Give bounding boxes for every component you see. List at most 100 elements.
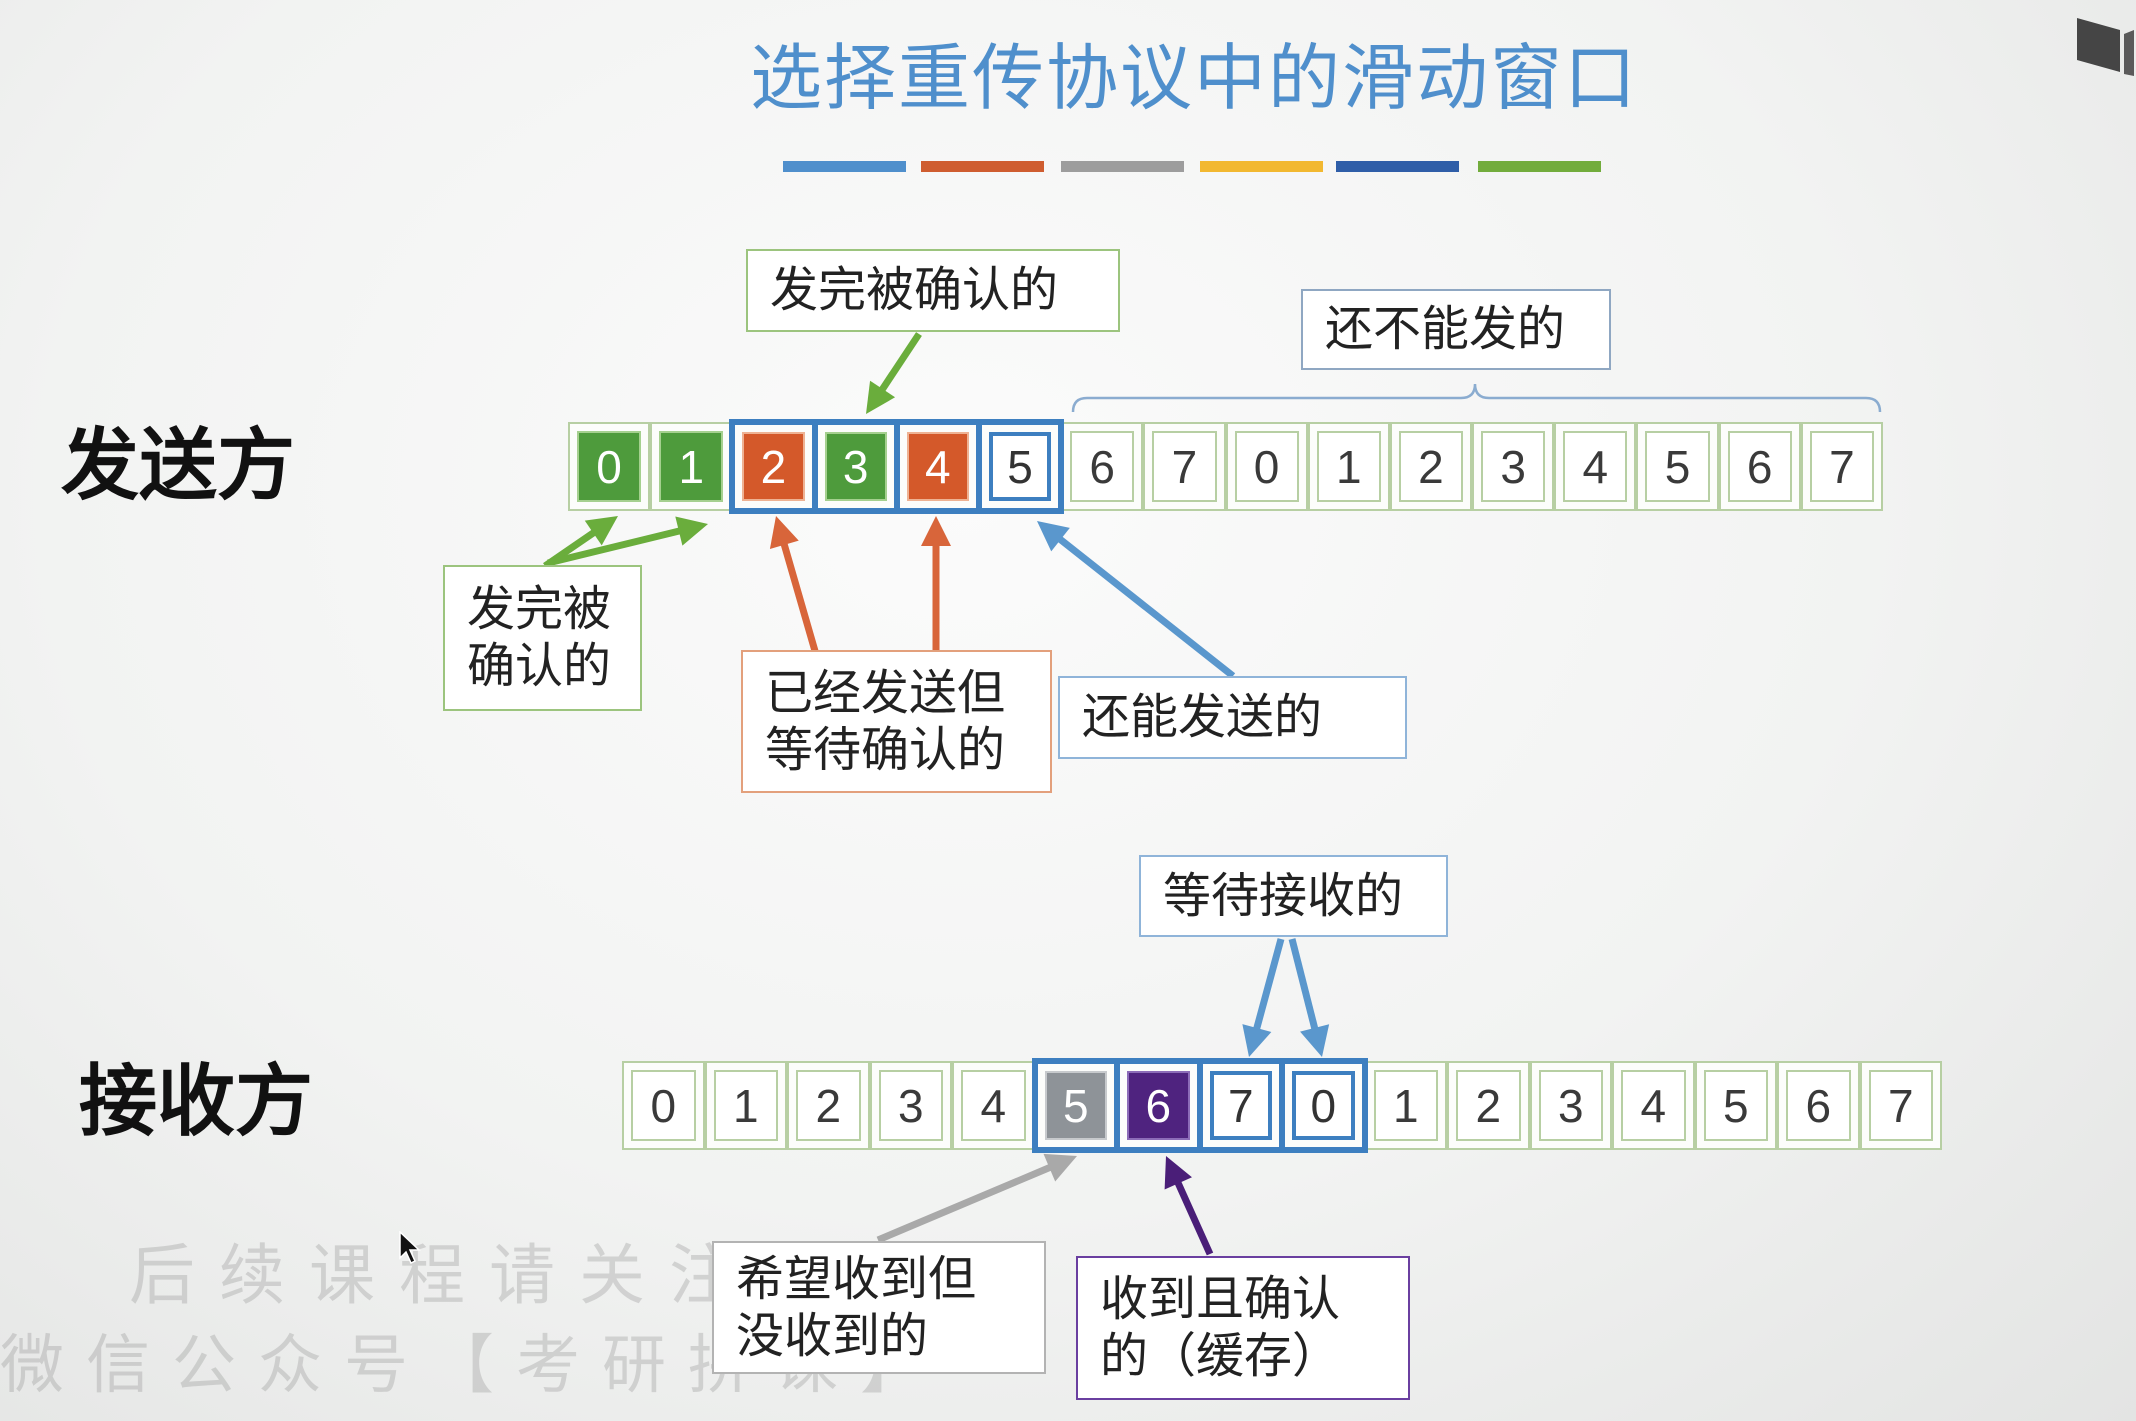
sender-sequence-row: 0 1 2 3 4 5 6 7 0 1 2 3 4 5 6 7 xyxy=(568,419,1883,514)
callout-text: 发完被确认的 xyxy=(770,262,1059,318)
receiver-cell-outside-window: 4 xyxy=(1612,1061,1695,1150)
arrow-to-frame-5-sendable xyxy=(1037,521,1236,679)
arrow-to-frame-5-sendable-head xyxy=(1037,521,1070,552)
receiver-cell-number: 0 xyxy=(1292,1071,1355,1140)
receiver-cell-number: 7 xyxy=(1209,1071,1272,1140)
receiver-cell-waiting: 7 xyxy=(1199,1061,1282,1150)
sender-cell-not-sendable: 4 xyxy=(1554,422,1637,511)
mouse-cursor-icon xyxy=(399,1231,421,1265)
callout-waiting-to-receive: 等待接收的 xyxy=(1139,855,1448,937)
sender-cell-number: 7 xyxy=(1809,431,1874,502)
sender-cell-acked: 0 xyxy=(568,422,651,511)
arrow-to-frame-7-waiting xyxy=(1242,938,1285,1057)
sender-cell-sendable: 5 xyxy=(978,422,1062,511)
arrow-to-acked-frames-top-head xyxy=(866,380,896,414)
arrow-to-frame-7-waiting-head xyxy=(1242,1024,1272,1057)
receiver-cell-delivered: 2 xyxy=(787,1061,870,1150)
arrow-to-frame-2-unacked xyxy=(769,516,819,652)
sender-cell-number: 2 xyxy=(742,432,805,501)
arrow-to-frame-5-missing-shaft xyxy=(876,1163,1053,1244)
callout-can-still-send: 还能发送的 xyxy=(1058,676,1407,759)
arrow-to-frame-0-waiting xyxy=(1288,938,1330,1057)
sender-cell-number: 3 xyxy=(1481,431,1546,502)
arrow-to-frame-7-waiting-shaft xyxy=(1252,938,1285,1031)
sender-cell-not-sendable: 7 xyxy=(1143,422,1226,511)
arrow-to-frame-5-sendable-shaft xyxy=(1056,535,1236,679)
callout-text-line-1: 希望收到但 xyxy=(736,1250,977,1307)
arrow-to-frame-6-buffered-shaft xyxy=(1174,1180,1214,1256)
receiver-cell-number: 2 xyxy=(1456,1070,1521,1141)
sender-cell-number: 4 xyxy=(1563,431,1628,502)
callout-text: 还能发送的 xyxy=(1082,689,1323,745)
sender-cell-number: 2 xyxy=(1398,431,1464,502)
sender-cell-number: 0 xyxy=(577,431,642,502)
receiver-cell-number: 5 xyxy=(1703,1070,1768,1141)
receiver-cell-number: 0 xyxy=(631,1070,696,1141)
callout-text-line-2: 没收到的 xyxy=(736,1307,929,1364)
watermark-line-1: 后续课程请关注 xyxy=(129,1237,759,1314)
arrow-to-frame-0-waiting-shaft xyxy=(1288,938,1319,1031)
receiver-cell-number: 4 xyxy=(961,1070,1026,1141)
arrow-to-frame-4-unacked xyxy=(921,516,951,651)
title-color-bar-dark-blue xyxy=(1336,161,1459,172)
arrow-to-frame-0-waiting-head xyxy=(1300,1024,1330,1057)
receiver-cell-number: 5 xyxy=(1044,1071,1107,1140)
receiver-cell-number: 6 xyxy=(1786,1070,1851,1141)
arrow-to-frame-5-missing-head xyxy=(1043,1153,1077,1182)
arrow-to-frame-4-unacked-head xyxy=(921,516,951,546)
arrow-to-frame-1-acked-shaft xyxy=(547,527,682,567)
callout-text-line-2: 确认的 xyxy=(467,638,612,694)
sender-label: 发送方 xyxy=(61,421,296,511)
title-color-bar-blue xyxy=(783,161,906,172)
sender-cell-not-sendable: 1 xyxy=(1307,422,1390,511)
callout-acked-left: 发完被 确认的 xyxy=(443,565,642,711)
arrow-to-frame-6-buffered xyxy=(1164,1156,1214,1256)
arrow-to-acked-frames-top xyxy=(866,332,922,414)
sender-cell-number: 1 xyxy=(659,431,724,502)
sender-cell-not-sendable: 6 xyxy=(1061,422,1144,511)
sender-cell-number: 4 xyxy=(906,432,969,501)
receiver-cell-delivered: 3 xyxy=(869,1061,952,1150)
receiver-cell-delivered: 1 xyxy=(704,1061,787,1150)
callout-acked-top: 发完被确认的 xyxy=(746,249,1120,332)
arrow-to-frame-0-acked-head xyxy=(584,516,618,546)
sender-cell-not-sendable: 3 xyxy=(1472,422,1555,511)
not-yet-sendable-brace xyxy=(1071,383,1882,413)
sender-cell-number: 7 xyxy=(1152,431,1217,502)
sender-cell-acked: 1 xyxy=(650,422,733,511)
callout-sent-waiting-ack: 已经发送但 等待确认的 xyxy=(741,650,1052,793)
sender-cell-not-sendable: 7 xyxy=(1800,422,1883,511)
sender-cell-number: 5 xyxy=(988,432,1052,501)
receiver-cell-number: 7 xyxy=(1868,1070,1933,1141)
title-color-bar-green xyxy=(1478,161,1601,172)
receiver-label: 接收方 xyxy=(79,1057,314,1147)
receiver-cell-outside-window: 6 xyxy=(1777,1061,1860,1150)
receiver-sequence-row: 0 1 2 3 4 5 6 7 0 1 2 3 4 5 6 7 xyxy=(622,1058,1942,1153)
callout-received-buffered: 收到且确认 的（缓存） xyxy=(1076,1256,1410,1400)
arrow-to-frame-1-acked-head xyxy=(675,516,708,546)
mouse-cursor-shape xyxy=(399,1231,421,1265)
callout-text: 等待接收的 xyxy=(1163,867,1404,924)
sender-cell-not-sendable: 5 xyxy=(1636,422,1719,511)
receiver-cell-waiting: 0 xyxy=(1282,1061,1365,1150)
receiver-cell-delivered: 4 xyxy=(952,1061,1035,1150)
receiver-cell-outside-window: 5 xyxy=(1694,1061,1777,1150)
sender-cell-number: 0 xyxy=(1234,431,1299,502)
corner-logo-shape-right xyxy=(2124,30,2134,76)
callout-not-yet-sendable: 还不能发的 xyxy=(1301,289,1611,370)
receiver-cell-buffered: 6 xyxy=(1117,1061,1200,1150)
sender-cell-number: 6 xyxy=(1070,431,1135,502)
receiver-cell-outside-window: 1 xyxy=(1364,1061,1447,1150)
sender-cell-acked-in-window: 3 xyxy=(814,422,897,511)
arrow-to-frame-6-buffered-head xyxy=(1164,1156,1192,1190)
arrow-to-frame-2-unacked-head xyxy=(769,516,799,549)
receiver-cell-outside-window: 2 xyxy=(1447,1061,1530,1150)
callout-text-line-2: 的（缓存） xyxy=(1100,1328,1341,1384)
receiver-cell-number: 3 xyxy=(878,1070,943,1141)
callout-text-line-2: 等待确认的 xyxy=(765,721,1006,778)
corner-logo-icon xyxy=(2077,18,2134,76)
receiver-cell-outside-window: 7 xyxy=(1859,1061,1942,1150)
corner-logo-shape-left xyxy=(2077,18,2120,72)
arrow-to-frame-2-unacked-shaft xyxy=(780,541,819,652)
